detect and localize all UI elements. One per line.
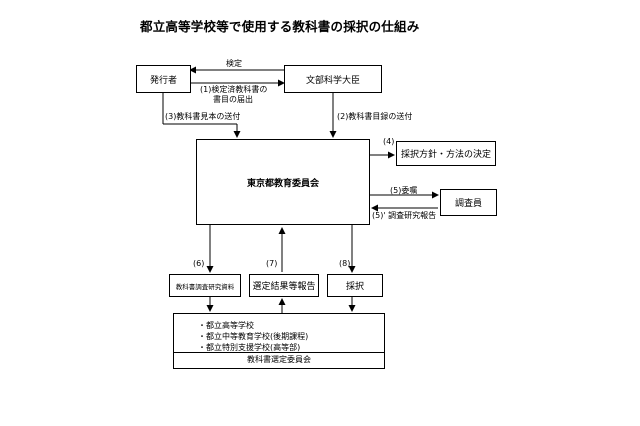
- school-item: ・都立高等学校: [198, 321, 254, 330]
- sample-send-label: (3)教科書見本の送付: [165, 112, 241, 121]
- board-box: 東京都教育委員会: [196, 139, 370, 225]
- school-item: ・都立特別支援学校(高等部): [198, 343, 301, 352]
- committee-block: [173, 313, 385, 369]
- selection-report-label: 選定結果等報告: [252, 282, 316, 292]
- step6-label: (6): [193, 259, 205, 268]
- adoption-label: 採択: [345, 282, 364, 292]
- approval-label: 検定: [226, 59, 242, 68]
- diagram-title: 都立高等学校等で使用する教科書の採択の仕組み: [140, 19, 420, 34]
- investigator-box: 調査員: [440, 189, 497, 216]
- research-materials-label: 教科書調査研究資料: [175, 282, 235, 291]
- submit-label-2: 書目の届出: [213, 95, 253, 104]
- ministry-label: 文部科学大臣: [305, 75, 360, 86]
- ministry-box: 文部科学大臣: [284, 65, 382, 93]
- catalog-send-label: (2)教科書目録の送付: [337, 112, 413, 121]
- policy-box: 採択方針・方法の決定: [396, 141, 496, 166]
- step7-label: (7): [266, 259, 278, 268]
- committee-label: 教科書選定委員会: [247, 355, 311, 364]
- submit-label-1: (1)検定済教科書の: [200, 85, 268, 94]
- step8-label: (8): [339, 259, 351, 268]
- policy-label: 採択方針・方法の決定: [400, 150, 491, 160]
- publisher-label: 発行者: [149, 75, 177, 86]
- school-list: ・都立高等学校 ・都立中等教育学校(後期課程) ・都立特別支援学校(高等部): [198, 320, 308, 353]
- step4-label: (4): [383, 137, 395, 146]
- investigator-label: 調査員: [454, 199, 482, 209]
- publisher-box: 発行者: [136, 65, 191, 93]
- school-item: ・都立中等教育学校(後期課程): [198, 332, 309, 341]
- research-materials-box: 教科書調査研究資料: [169, 274, 241, 297]
- research-report-label: (5)' 調査研究報告: [372, 211, 437, 220]
- adoption-box: 採択: [327, 274, 383, 297]
- commission-label: (5)委嘱: [390, 186, 418, 195]
- committee-divider: [173, 352, 385, 353]
- selection-report-box: 選定結果等報告: [249, 274, 319, 297]
- board-label: 東京都教育委員会: [246, 178, 319, 189]
